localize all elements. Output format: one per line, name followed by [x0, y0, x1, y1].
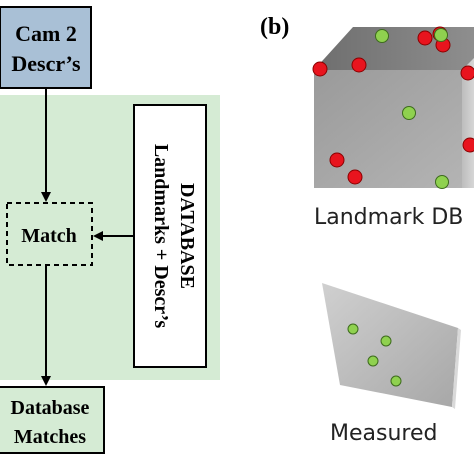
red-landmark-point	[312, 61, 328, 77]
panel-b: (b) Landmark DB	[260, 14, 474, 446]
red-landmark-point	[351, 57, 367, 73]
green-landmark-point	[375, 29, 389, 43]
cam2-label: Cam 2	[15, 21, 77, 46]
red-landmark-point	[417, 30, 433, 46]
descriptors-label: Descr’s	[11, 51, 81, 76]
green-landmark-point	[402, 106, 416, 120]
database-box: DATABASE Landmarks + Descr’s	[133, 104, 207, 368]
panel-b-label: (b)	[260, 14, 289, 40]
green-measured-point	[390, 375, 402, 387]
match-box: Match	[6, 202, 93, 266]
database-title: DATABASE	[176, 183, 198, 289]
measured-plane-edge	[452, 328, 461, 409]
green-measured-point	[367, 355, 379, 367]
database-subtitle: Landmarks + Descr’s	[150, 144, 172, 329]
green-landmark-point	[434, 28, 448, 42]
red-landmark-point	[347, 169, 363, 185]
red-landmark-point	[329, 152, 345, 168]
cube-top-face	[314, 27, 474, 70]
matches-line1: Database	[11, 397, 90, 419]
panel-a: Cam 2 Descr’s Match DATABASE Landmarks +…	[0, 6, 220, 454]
measured-plane	[322, 283, 461, 409]
match-label: Match	[21, 225, 77, 247]
landmark-points	[312, 26, 474, 189]
measured-plane-surface	[322, 283, 458, 407]
red-landmark-point	[462, 137, 474, 153]
measured-caption: Measured	[330, 421, 437, 446]
matches-line2: Matches	[14, 426, 86, 448]
red-landmark-point	[460, 65, 474, 81]
cube-front-face	[314, 70, 462, 188]
landmark-db-caption: Landmark DB	[314, 205, 463, 230]
green-measured-point	[347, 323, 359, 335]
cube-side-face	[462, 58, 474, 188]
database-matches-box: Database Matches	[0, 386, 105, 454]
cam2-descriptors-box: Cam 2 Descr’s	[0, 6, 92, 89]
green-measured-point	[380, 335, 392, 347]
green-landmark-point	[435, 175, 449, 189]
